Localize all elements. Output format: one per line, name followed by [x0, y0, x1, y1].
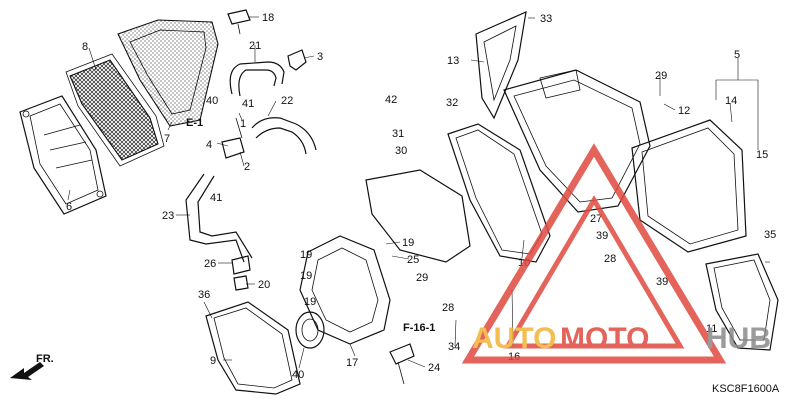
callout-8: 8	[82, 41, 88, 53]
callout-21: 29	[416, 272, 428, 284]
callout-38: 36	[198, 289, 210, 301]
callout-30: 28	[604, 253, 616, 265]
callout-2: 2	[244, 161, 250, 173]
part-37-guard	[705, 253, 779, 351]
callout-29: 27	[590, 213, 602, 225]
callout-12: 12	[678, 105, 690, 117]
callout-24: 22	[281, 95, 293, 107]
part-8-mesh-element	[65, 53, 165, 167]
callout-28: 26	[204, 258, 216, 270]
watermark-auto: AUTO	[472, 322, 556, 355]
callout-34: 32	[446, 97, 458, 109]
callout-32: 30	[395, 145, 407, 157]
callout-39a: 39	[596, 230, 608, 242]
callout-1: 1	[240, 118, 246, 130]
part-3-clamp	[287, 49, 307, 71]
part-13-bracket	[475, 11, 527, 120]
callout-4: 4	[206, 139, 212, 151]
callout-23: 21	[249, 40, 261, 52]
callout-6: 6	[66, 201, 72, 213]
callout-36: 34	[448, 341, 460, 353]
callout-14: 14	[725, 95, 737, 107]
callout-35: 33	[540, 13, 552, 25]
callout-31: 29	[655, 70, 667, 82]
callout-19a: 19	[300, 249, 312, 261]
front-label: FR.	[36, 353, 54, 365]
part-17-air-duct	[295, 235, 391, 349]
callout-18: 18	[262, 12, 274, 24]
callout-9: 9	[210, 355, 216, 367]
leader-lines	[67, 16, 770, 369]
callout-40c: 41	[210, 192, 222, 204]
part-6-filter-frame	[19, 95, 107, 215]
part-24-hose	[251, 117, 317, 155]
part-18-clip	[227, 9, 251, 35]
front-arrow: FR.	[10, 353, 54, 380]
watermark-triangle-outer-icon	[461, 143, 727, 364]
part-25-drain-tube	[185, 173, 253, 263]
watermark: AUTO MOTO HUB	[461, 143, 771, 364]
callout-7: 7	[164, 133, 170, 145]
callout-15: 15	[756, 149, 768, 161]
callout-17: 17	[346, 357, 358, 369]
callout-40b: 41	[242, 98, 254, 110]
part-1-4-joint	[221, 117, 245, 159]
callout-41: 40	[292, 369, 304, 381]
callout-42: 42	[385, 94, 397, 106]
watermark-hub: HUB	[706, 322, 771, 355]
callout-13: 13	[447, 55, 459, 67]
part-9-cover	[205, 301, 301, 395]
callout-20: 28	[442, 302, 454, 314]
callout-39b: 39	[656, 276, 668, 288]
watermark-triangle-inner-icon	[503, 195, 685, 349]
part-14-plate	[365, 169, 471, 263]
diagram-code: KSC8F1600A	[712, 383, 780, 395]
callout-11: 11	[706, 323, 717, 335]
ref-e1: E-1	[186, 117, 203, 129]
part-10-gasket	[447, 123, 551, 263]
part-26-sensor	[389, 343, 415, 385]
callout-25: 23	[162, 210, 174, 222]
callout-5: 5	[734, 49, 740, 61]
callout-26: 24	[428, 362, 440, 374]
callout-33: 31	[392, 128, 404, 140]
callout-37: 35	[764, 229, 776, 241]
callout-19b: 19	[300, 270, 312, 282]
callout-19c: 19	[304, 296, 316, 308]
callout-19d: 19	[402, 237, 414, 249]
part-28-22-plug	[231, 255, 251, 291]
watermark-moto: MOTO	[560, 322, 649, 355]
part-23-tube	[229, 61, 285, 97]
callout-22: 20	[258, 279, 270, 291]
callout-40a: 40	[206, 95, 218, 107]
ref-f161: F-16-1	[403, 322, 435, 334]
callout-3: 3	[317, 51, 323, 63]
part-11-case	[503, 69, 651, 213]
callout-27: 25	[407, 254, 419, 266]
callouts: 18 21 3 40 41 E-1 1 22 4 2 41 23 26 20 8…	[66, 12, 780, 395]
part-7-foam-element	[117, 19, 219, 127]
